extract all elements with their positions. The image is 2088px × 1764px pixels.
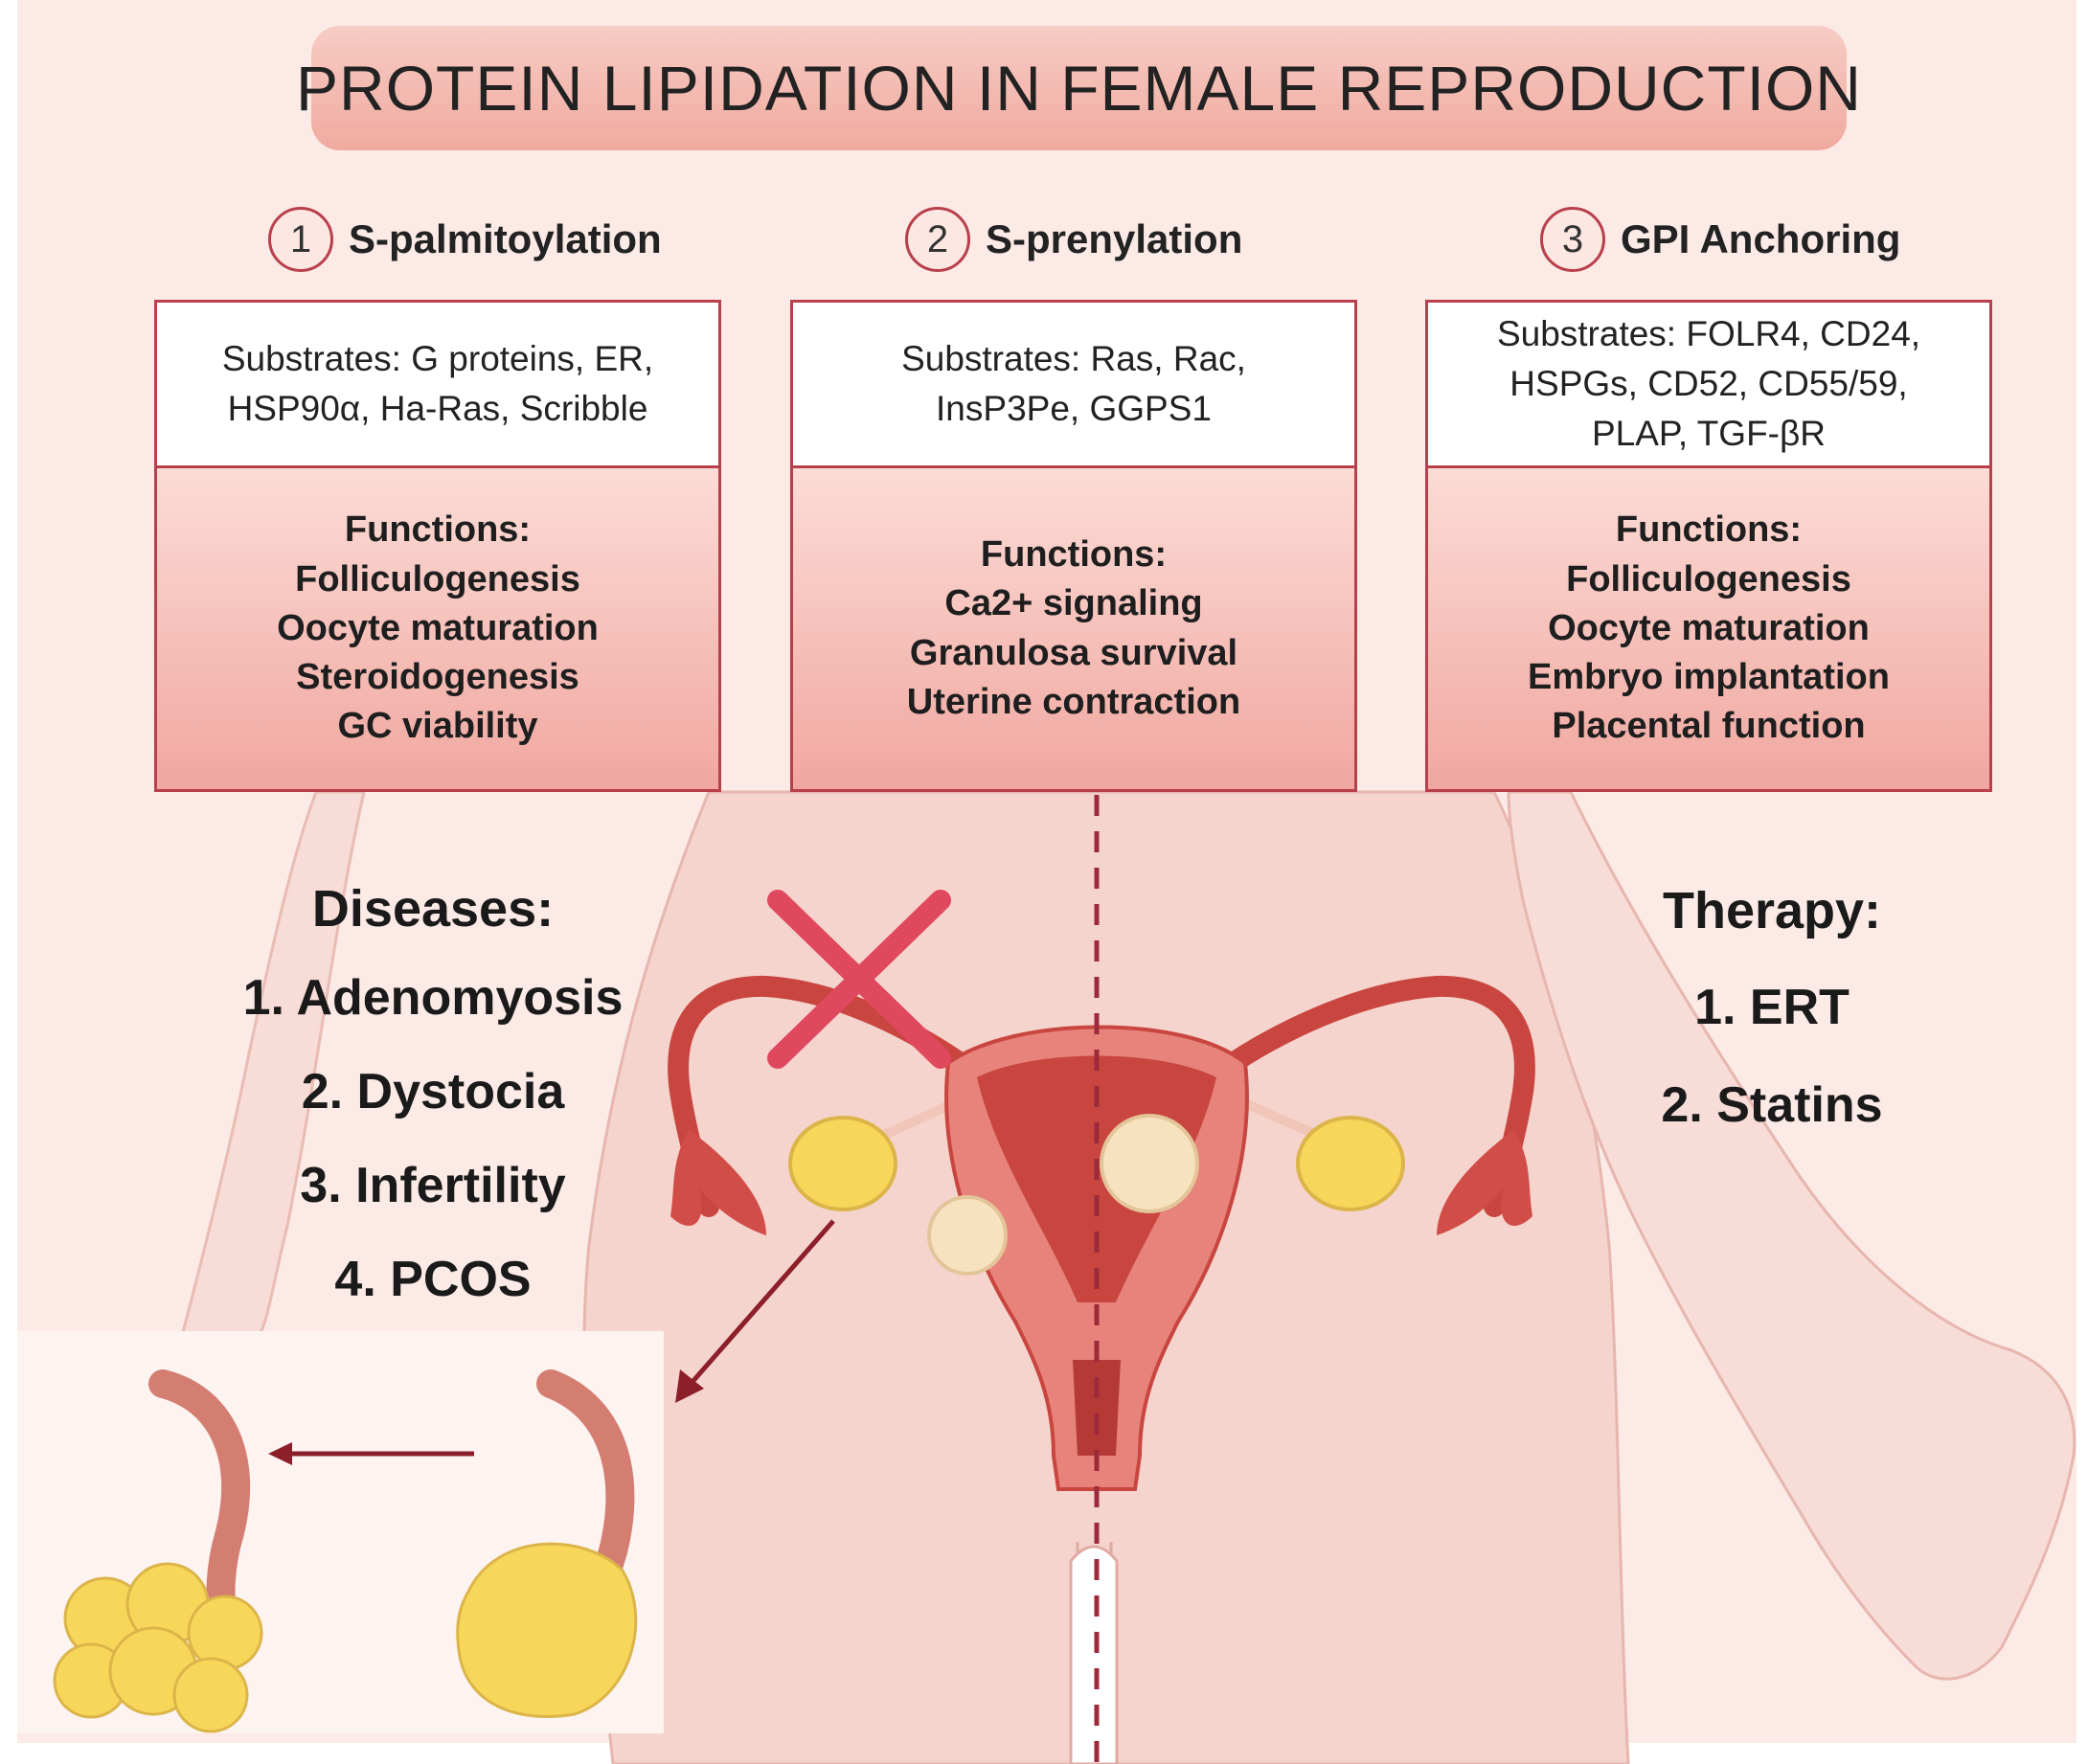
diseases-block: Diseases: 1. Adenomyosis 2. Dystocia 3. …: [213, 879, 653, 1345]
disease-item: 2. Dystocia: [301, 1064, 565, 1119]
inset-arrow-line: [683, 1219, 835, 1392]
substrates-text: Substrates: Ras, Rac, InsP3Pe, GGPS1: [793, 303, 1354, 468]
fibroid-left: [927, 1195, 1008, 1276]
crotch-gap: [1069, 1545, 1119, 1764]
functions-heading: Functions:: [980, 533, 1168, 575]
inset-arrow-head: [675, 1369, 704, 1403]
cross-icon: [767, 890, 951, 1069]
column-header-2: 2 S-prenylation: [905, 205, 1242, 274]
column-label: S-palmitoylation: [349, 216, 662, 261]
number-badge: 3: [1540, 207, 1605, 272]
function-item: Granulosa survival: [909, 632, 1238, 673]
function-item: Oocyte maturation: [277, 607, 599, 648]
right-arm: [1507, 790, 2077, 1681]
functions-list: Functions: Folliculogenesis Oocyte matur…: [157, 468, 718, 789]
column-header-1: 1 S-palmitoylation: [268, 205, 662, 274]
function-item: Ca2+ signaling: [944, 583, 1203, 624]
cervical-canal: [1073, 1360, 1121, 1456]
functions-heading: Functions:: [1615, 509, 1803, 551]
card-s-prenylation: Substrates: Ras, Rac, InsP3Pe, GGPS1 Fun…: [790, 300, 1357, 792]
number-badge: 1: [268, 207, 333, 272]
inset-polycystic-ovary: [53, 1562, 263, 1733]
diseases-heading: Diseases:: [311, 880, 555, 938]
card-s-palmitoylation: Substrates: G proteins, ER, HSP90α, Ha-R…: [154, 300, 721, 792]
function-item: Steroidogenesis: [296, 657, 579, 698]
inset-compare-arrow-head: [268, 1442, 292, 1465]
fibroid-right: [1100, 1114, 1199, 1213]
column-label: S-prenylation: [986, 216, 1243, 261]
disease-item: 3. Infertility: [300, 1158, 566, 1213]
page-title: PROTEIN LIPIDATION IN FEMALE REPRODUCTIO…: [296, 53, 1862, 124]
function-item: Embryo implantation: [1528, 657, 1890, 698]
substrates-text: Substrates: G proteins, ER, HSP90α, Ha-R…: [157, 303, 718, 468]
function-item: Uterine contraction: [906, 681, 1241, 722]
function-item: Folliculogenesis: [1566, 558, 1851, 599]
card-gpi-anchoring: Substrates: FOLR4, CD24, HSPGs, CD52, CD…: [1425, 300, 1992, 792]
title-banner: PROTEIN LIPIDATION IN FEMALE REPRODUCTIO…: [296, 26, 1861, 150]
column-label: GPI Anchoring: [1621, 216, 1901, 261]
right-fimbriae: [1437, 1130, 1532, 1235]
function-item: Oocyte maturation: [1548, 607, 1870, 648]
therapy-item: 2. Statins: [1661, 1077, 1883, 1133]
functions-heading: Functions:: [344, 509, 532, 551]
disease-item: 1. Adenomyosis: [242, 970, 624, 1026]
functions-list: Functions: Folliculogenesis Oocyte matur…: [1428, 468, 1989, 789]
function-item: GC viability: [337, 706, 538, 747]
disease-item: 4. PCOS: [334, 1252, 532, 1307]
function-item: Placental function: [1552, 706, 1866, 747]
inset-normal-ovary: [456, 1542, 638, 1718]
therapy-block: Therapy: 1. ERT 2. Statins: [1590, 881, 1954, 1170]
number-badge: 2: [905, 207, 970, 272]
left-ovary: [788, 1116, 897, 1211]
therapy-item: 1. ERT: [1694, 980, 1850, 1035]
left-fimbriae: [670, 1130, 766, 1235]
substrates-text: Substrates: FOLR4, CD24, HSPGs, CD52, CD…: [1428, 303, 1989, 468]
column-header-3: 3 GPI Anchoring: [1540, 205, 1900, 274]
right-ovary: [1296, 1116, 1405, 1211]
inset-left-tube: [148, 1369, 251, 1633]
functions-list: Functions: Ca2+ signaling Granulosa surv…: [793, 468, 1354, 789]
therapy-heading: Therapy:: [1662, 882, 1882, 939]
function-item: Folliculogenesis: [295, 558, 580, 599]
